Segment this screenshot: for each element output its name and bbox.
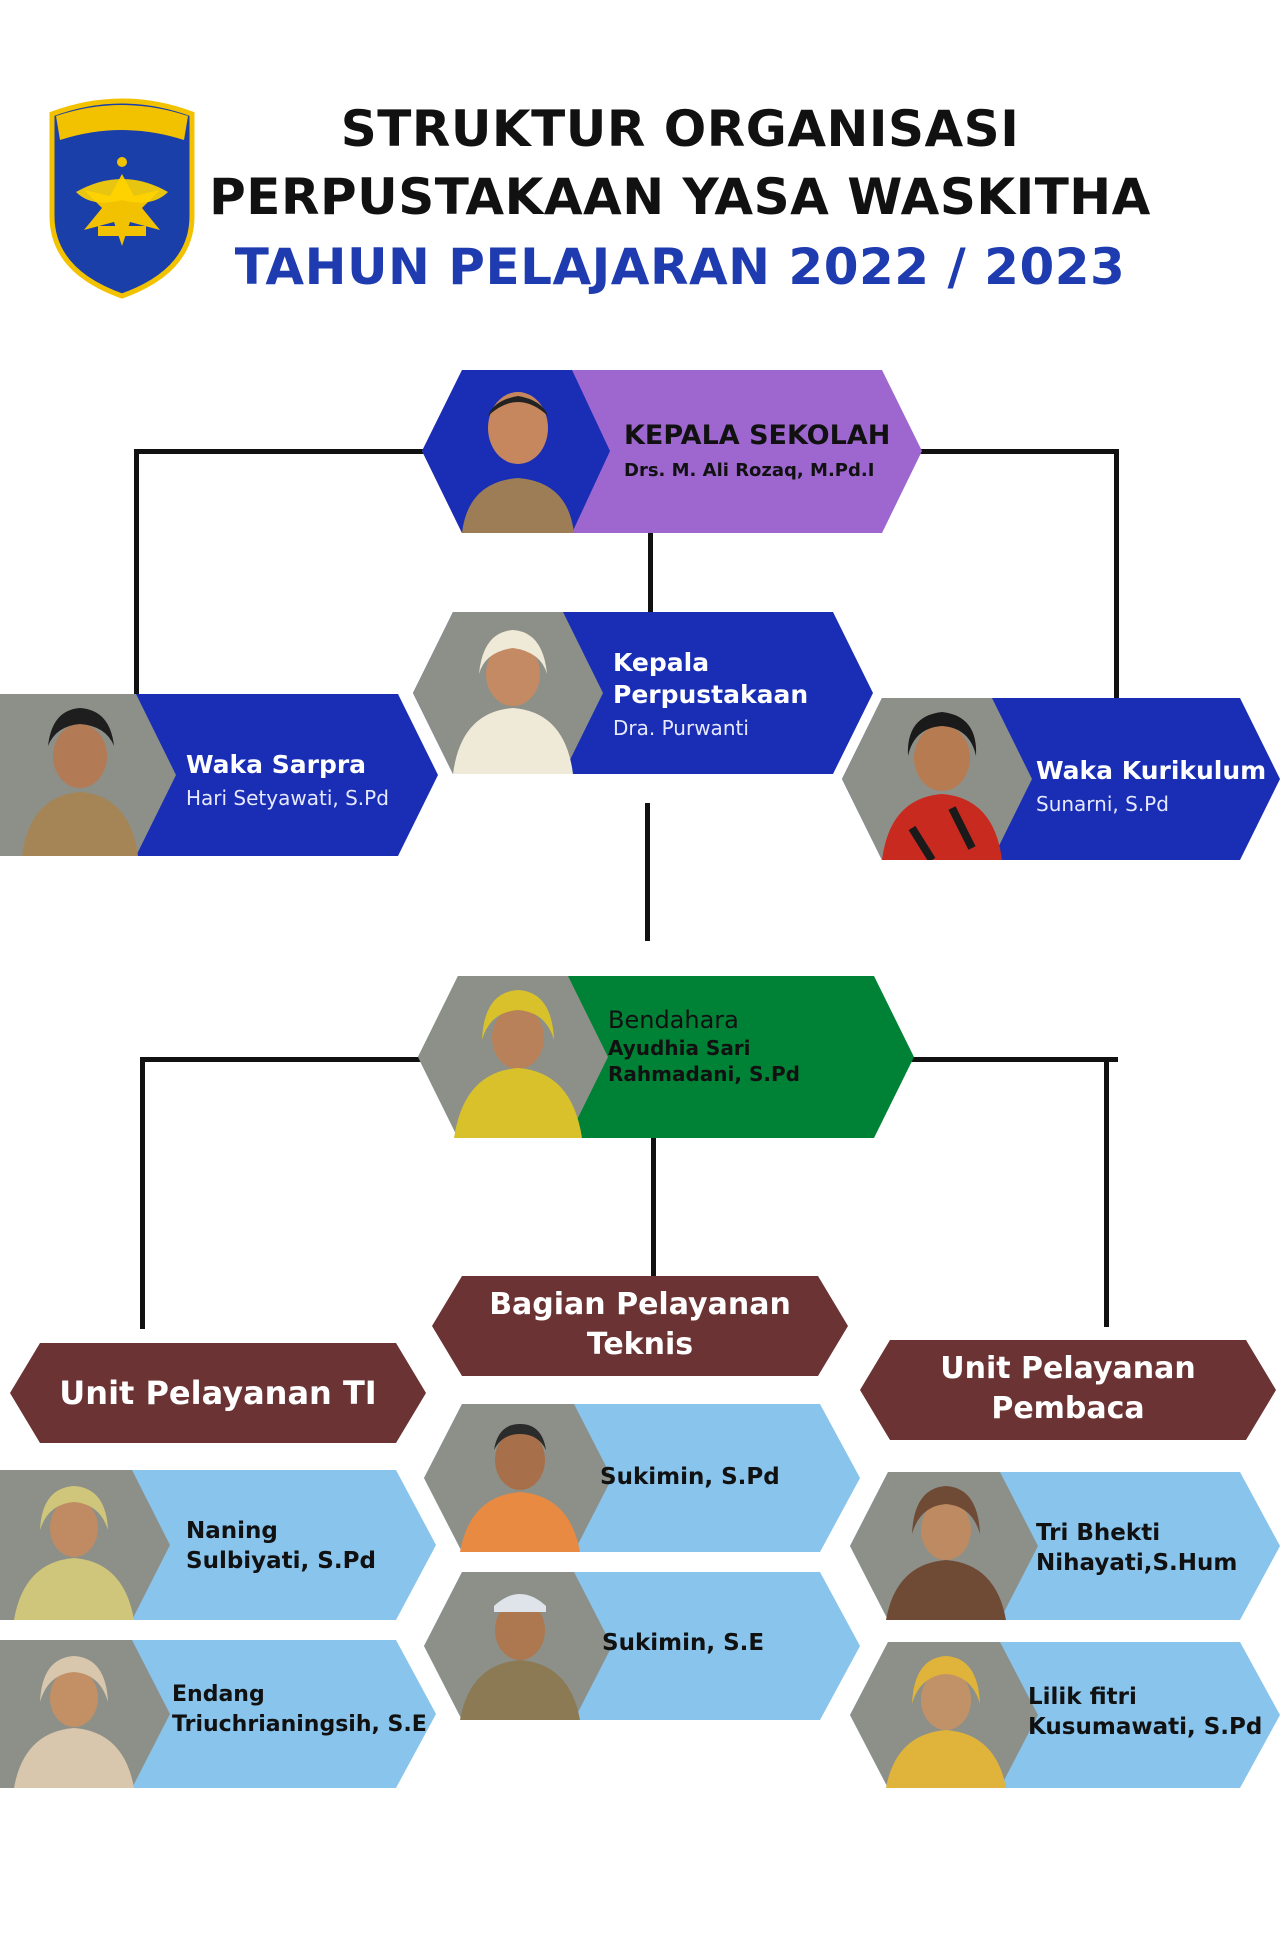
person-photo — [886, 1486, 1006, 1620]
kepala-sekolah-role: KEPALA SEKOLAH — [624, 420, 891, 451]
staff-name-lilik-2: Kusumawati, S.Pd — [1028, 1714, 1263, 1740]
staff-name-endang-2: Triuchrianingsih, S.E — [172, 1712, 427, 1737]
person-photo — [14, 1656, 134, 1788]
bendahara-name-1: Ayudhia Sari — [608, 1036, 751, 1060]
person-photo — [462, 392, 574, 533]
bendahara-role: Bendahara — [608, 1006, 739, 1034]
waka-kurikulum-name: Sunarni, S.Pd — [1036, 792, 1169, 816]
person-photo — [453, 630, 573, 774]
title-line-3: TAHUN PELAJARAN 2022 / 2023 — [234, 238, 1126, 296]
connector-line — [140, 1057, 422, 1062]
staff-name-lilik-1: Lilik fitri — [1028, 1684, 1137, 1710]
person-photo — [886, 1656, 1006, 1788]
connector-line — [134, 449, 424, 454]
staff-name-tri-2: Nihayati,S.Hum — [1036, 1550, 1238, 1576]
person-photo — [460, 1424, 580, 1552]
staff-name-sukimin-se: Sukimin, S.E — [602, 1630, 765, 1656]
title-line-2: PERPUSTAKAAN YASA WASKITHA — [209, 168, 1151, 226]
connector-line — [648, 532, 653, 612]
person-photo — [882, 712, 1002, 860]
waka-sarpra-card: Waka Sarpra Hari Setyawati, S.Pd — [0, 694, 438, 856]
person-photo — [14, 1486, 134, 1620]
staff-card-lilik: Lilik fitri Kusumawati, S.Pd — [850, 1642, 1280, 1788]
unit-teknis-text-2: Teknis — [586, 1326, 694, 1362]
unit-pembaca-label: Unit Pelayanan Pembaca — [860, 1340, 1276, 1440]
unit-teknis-text-1: Bagian Pelayanan — [489, 1286, 791, 1322]
kepala-sekolah-card: KEPALA SEKOLAH Drs. M. Ali Rozaq, M.Pd.I — [422, 370, 922, 533]
waka-sarpra-role: Waka Sarpra — [186, 750, 367, 779]
staff-name-naning-1: Naning — [186, 1518, 278, 1544]
bendahara-card: Bendahara Ayudhia Sari Rahmadani, S.Pd — [418, 976, 914, 1138]
unit-teknis-label: Bagian Pelayanan Teknis — [432, 1276, 848, 1376]
waka-kurikulum-card: Waka Kurikulum Sunarni, S.Pd — [842, 698, 1280, 860]
staff-card-endang: Endang Triuchrianingsih, S.E — [0, 1640, 436, 1788]
connector-line — [920, 449, 1118, 454]
unit-pembaca-text-1: Unit Pelayanan — [940, 1350, 1196, 1386]
waka-kurikulum-role: Waka Kurikulum — [1036, 756, 1267, 785]
kepala-sekolah-name: Drs. M. Ali Rozaq, M.Pd.I — [624, 460, 875, 481]
unit-ti-text: Unit Pelayanan TI — [59, 1374, 377, 1412]
unit-ti-label: Unit Pelayanan TI — [10, 1343, 426, 1443]
bendahara-name-2: Rahmadani, S.Pd — [608, 1062, 800, 1086]
staff-name-sukimin-spd: Sukimin, S.Pd — [600, 1464, 780, 1490]
connector-line — [1114, 449, 1119, 699]
staff-name-endang-1: Endang — [172, 1682, 265, 1707]
staff-card-sukimin-spd: Sukimin, S.Pd — [424, 1404, 860, 1552]
school-logo — [42, 96, 202, 318]
staff-name-naning-2: Sulbiyati, S.Pd — [186, 1548, 376, 1574]
waka-sarpra-name: Hari Setyawati, S.Pd — [186, 786, 389, 810]
unit-pembaca-text-2: Pembaca — [991, 1390, 1145, 1426]
person-photo — [22, 708, 138, 856]
staff-card-sukimin-se: Sukimin, S.E — [424, 1572, 860, 1720]
kepala-perpustakaan-role-1: Kepala — [613, 648, 710, 677]
connector-line — [651, 1137, 656, 1277]
staff-card-naning: Naning Sulbiyati, S.Pd — [0, 1470, 436, 1620]
staff-card-tri: Tri Bhekti Nihayati,S.Hum — [850, 1472, 1280, 1620]
connector-line — [140, 1057, 145, 1329]
connector-line — [134, 449, 139, 694]
connector-line — [645, 803, 650, 941]
connector-line — [910, 1057, 1118, 1062]
person-photo — [460, 1594, 580, 1720]
kepala-perpustakaan-name: Dra. Purwanti — [613, 716, 749, 740]
kepala-perpustakaan-card: Kepala Perpustakaan Dra. Purwanti — [413, 612, 873, 774]
kepala-perpustakaan-role-2: Perpustakaan — [613, 680, 809, 709]
staff-name-tri-1: Tri Bhekti — [1036, 1520, 1161, 1546]
connector-line — [1104, 1057, 1109, 1327]
title-line-1: STRUKTUR ORGANISASI — [340, 100, 1020, 158]
person-photo — [454, 990, 582, 1138]
